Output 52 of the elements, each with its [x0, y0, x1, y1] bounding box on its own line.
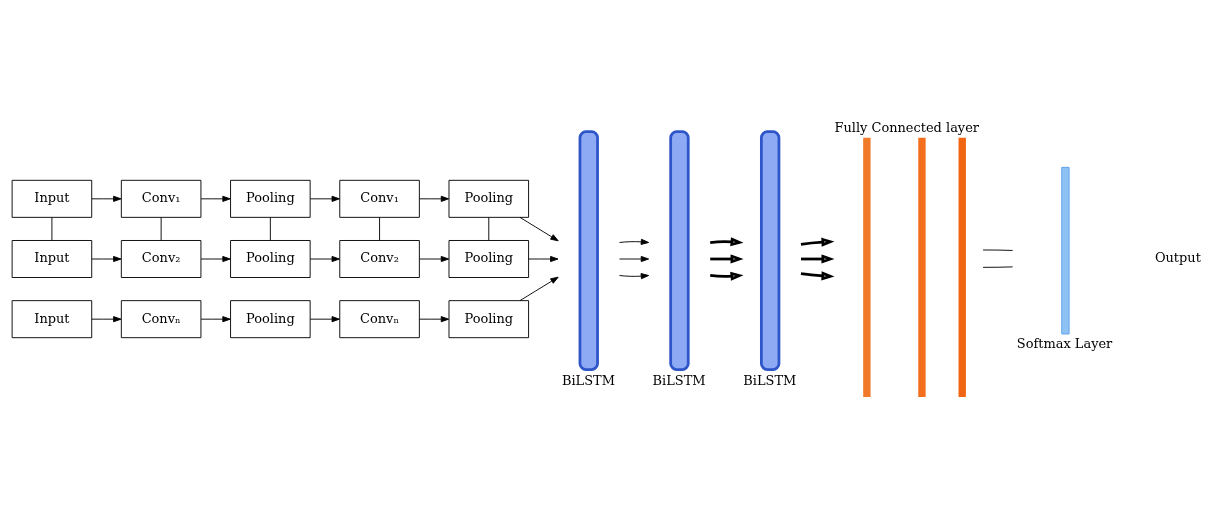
node-box: Conv₁ [120, 179, 202, 218]
arrow [91, 316, 122, 323]
arrow [309, 255, 340, 263]
arrow [91, 255, 122, 263]
node-label: BiLSTM [652, 373, 706, 389]
node-box: Input [11, 179, 93, 218]
node-box: Pooling [448, 300, 530, 339]
arrow [419, 195, 450, 202]
node-box: Pooling [230, 179, 311, 218]
arrow [519, 216, 559, 242]
connector [51, 216, 53, 241]
node-box: Pooling [448, 179, 530, 218]
arrow [200, 255, 231, 263]
arrow [91, 195, 122, 202]
node-box: Conv₁ [339, 179, 420, 218]
arrow [710, 237, 744, 247]
connector [269, 216, 271, 241]
node-box: Conv₂ [339, 240, 420, 278]
arrow [419, 316, 450, 323]
node-box: Pooling [230, 240, 311, 278]
node-box: Convₙ [339, 300, 420, 339]
node-box: Pooling [230, 300, 311, 339]
arrow [619, 255, 650, 263]
arrow [800, 271, 835, 281]
arrow [200, 195, 231, 202]
arrow [800, 237, 835, 247]
connector [379, 216, 381, 241]
arrow [519, 276, 559, 302]
node-box: Input [11, 300, 93, 339]
arrow [309, 195, 340, 202]
arrow [619, 273, 650, 280]
arrow [710, 254, 744, 264]
arrow [710, 271, 744, 281]
node-box: Input [11, 240, 93, 278]
node-label: Fully Connected layer [834, 120, 979, 136]
arrow [800, 254, 835, 264]
node-label: Softmax Layer [1016, 336, 1113, 352]
node-label: BiLSTM [743, 373, 797, 389]
arrow [619, 238, 650, 245]
node-label: BiLSTM [561, 373, 615, 389]
arrow [200, 316, 231, 323]
arrow [309, 316, 340, 323]
connector [488, 216, 490, 241]
node-box: Conv₂ [120, 240, 202, 278]
node-box: Pooling [448, 240, 530, 278]
label: Output [1154, 250, 1201, 266]
connector [160, 216, 162, 241]
node-box: Convₙ [120, 300, 202, 339]
arrow [419, 255, 450, 263]
connector [982, 249, 1014, 251]
connector [982, 266, 1014, 268]
arrow [528, 255, 559, 263]
